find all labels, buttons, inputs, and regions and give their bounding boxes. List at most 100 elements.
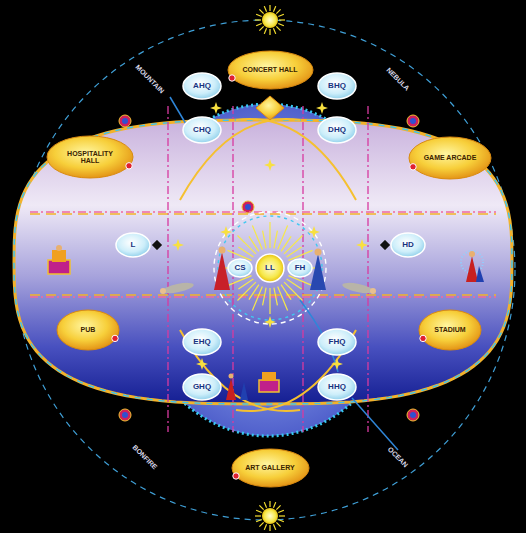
sun-ray xyxy=(273,6,275,12)
hq-ellipse: CS xyxy=(227,258,253,278)
red-dot xyxy=(410,164,416,170)
node-texts: CS xyxy=(234,264,245,272)
figures xyxy=(48,245,484,400)
node-label: HHQ xyxy=(328,383,346,391)
node-label: GHQ xyxy=(193,383,211,391)
node-texts: EHQ xyxy=(193,338,210,346)
venue-shape xyxy=(419,310,481,350)
sun-ray xyxy=(279,515,285,516)
node-label: HD xyxy=(402,241,414,249)
burst-ray xyxy=(269,222,270,248)
hq-ellipse: CHQ xyxy=(182,116,222,144)
node-label: GAME ARCADE xyxy=(424,154,477,161)
node-label: L xyxy=(131,241,136,249)
hq-ellipse: L xyxy=(115,232,151,258)
venue-ellipse: CONCERT HALL xyxy=(227,50,314,90)
hq-shape xyxy=(318,117,356,143)
target xyxy=(119,115,131,127)
sparkle xyxy=(264,159,276,171)
sparkle xyxy=(308,226,320,238)
hq-ellipse: EHQ xyxy=(182,328,222,356)
sun-ray xyxy=(256,14,262,16)
sparkle xyxy=(264,316,276,328)
sparkle xyxy=(316,102,328,114)
hq-shape xyxy=(391,233,425,257)
sun xyxy=(262,508,278,524)
venue-shape xyxy=(57,310,119,350)
sun-ray xyxy=(264,28,266,34)
sun-ray xyxy=(259,505,263,509)
sun-ray xyxy=(269,29,270,35)
main-ellipse-dash xyxy=(14,120,512,404)
burst-ray xyxy=(252,226,262,250)
sun-ray xyxy=(269,525,270,531)
node-texts: HHQ xyxy=(328,383,346,391)
node-texts: CONCERT HALL xyxy=(242,66,297,73)
sun-ray xyxy=(269,501,270,507)
node-label: LL xyxy=(265,264,275,272)
sun-ray xyxy=(255,19,261,20)
hq-shape xyxy=(116,233,150,257)
node-label: PUB xyxy=(81,326,96,333)
center-ring-inner xyxy=(218,216,322,320)
node-texts: ART GALLERY xyxy=(245,464,295,471)
hq-ellipse: BHQ xyxy=(317,72,357,100)
node-label: HOSPITALITY HALL xyxy=(62,150,118,165)
target-core xyxy=(122,412,128,418)
outer-orbit xyxy=(15,20,515,520)
burst-ray xyxy=(284,282,302,300)
sun-ray xyxy=(279,19,285,20)
target xyxy=(242,201,254,213)
sun-ray xyxy=(259,9,263,13)
red-dot xyxy=(228,75,234,81)
sun-ray xyxy=(255,515,261,516)
sun-ray xyxy=(269,5,270,11)
target-core xyxy=(122,118,128,124)
node-texts: FH xyxy=(295,264,306,272)
sun-ray xyxy=(276,9,280,13)
node-texts: GAME ARCADE xyxy=(424,154,477,161)
burst-ray xyxy=(278,286,288,310)
sun-ray xyxy=(278,510,284,512)
node-texts: HD xyxy=(402,241,414,249)
node-texts: STADIUM xyxy=(434,326,465,333)
red-dot xyxy=(420,335,426,341)
gold-diamond xyxy=(256,96,284,120)
node-texts: HOSPITALITY HALL xyxy=(62,150,118,165)
hq-shape xyxy=(183,374,221,400)
hq-ellipse: HD xyxy=(390,232,426,258)
target xyxy=(407,409,419,421)
hq-shape xyxy=(288,259,312,277)
sun-ray xyxy=(256,519,262,521)
hq-shape xyxy=(318,329,356,355)
venue-shape xyxy=(409,137,491,179)
hq-shape xyxy=(318,374,356,400)
venue-shape xyxy=(228,51,313,89)
sun-ray xyxy=(259,522,263,526)
node-label: STADIUM xyxy=(434,326,465,333)
node-label: AHQ xyxy=(193,82,211,90)
sun-ray xyxy=(273,502,275,508)
node-texts: GHQ xyxy=(193,383,211,391)
target xyxy=(119,409,131,421)
burst-ray xyxy=(263,288,267,306)
hq-shape xyxy=(183,329,221,355)
hq-ellipse: DHQ xyxy=(317,116,357,144)
burst-ray xyxy=(278,226,288,250)
burst-ray xyxy=(237,282,255,300)
sun-ray xyxy=(276,505,280,509)
hq-shape xyxy=(318,73,356,99)
node-label: CHQ xyxy=(193,126,211,134)
sun xyxy=(262,12,278,28)
center-ring xyxy=(214,212,326,324)
center-circle: LL xyxy=(255,253,285,283)
sparkle xyxy=(331,358,343,370)
node-label: DHQ xyxy=(328,126,346,134)
sparkle xyxy=(196,358,208,370)
sparkle xyxy=(356,239,368,251)
node-texts: LL xyxy=(265,264,275,272)
sparkle xyxy=(172,239,184,251)
node-label: FH xyxy=(295,264,306,272)
